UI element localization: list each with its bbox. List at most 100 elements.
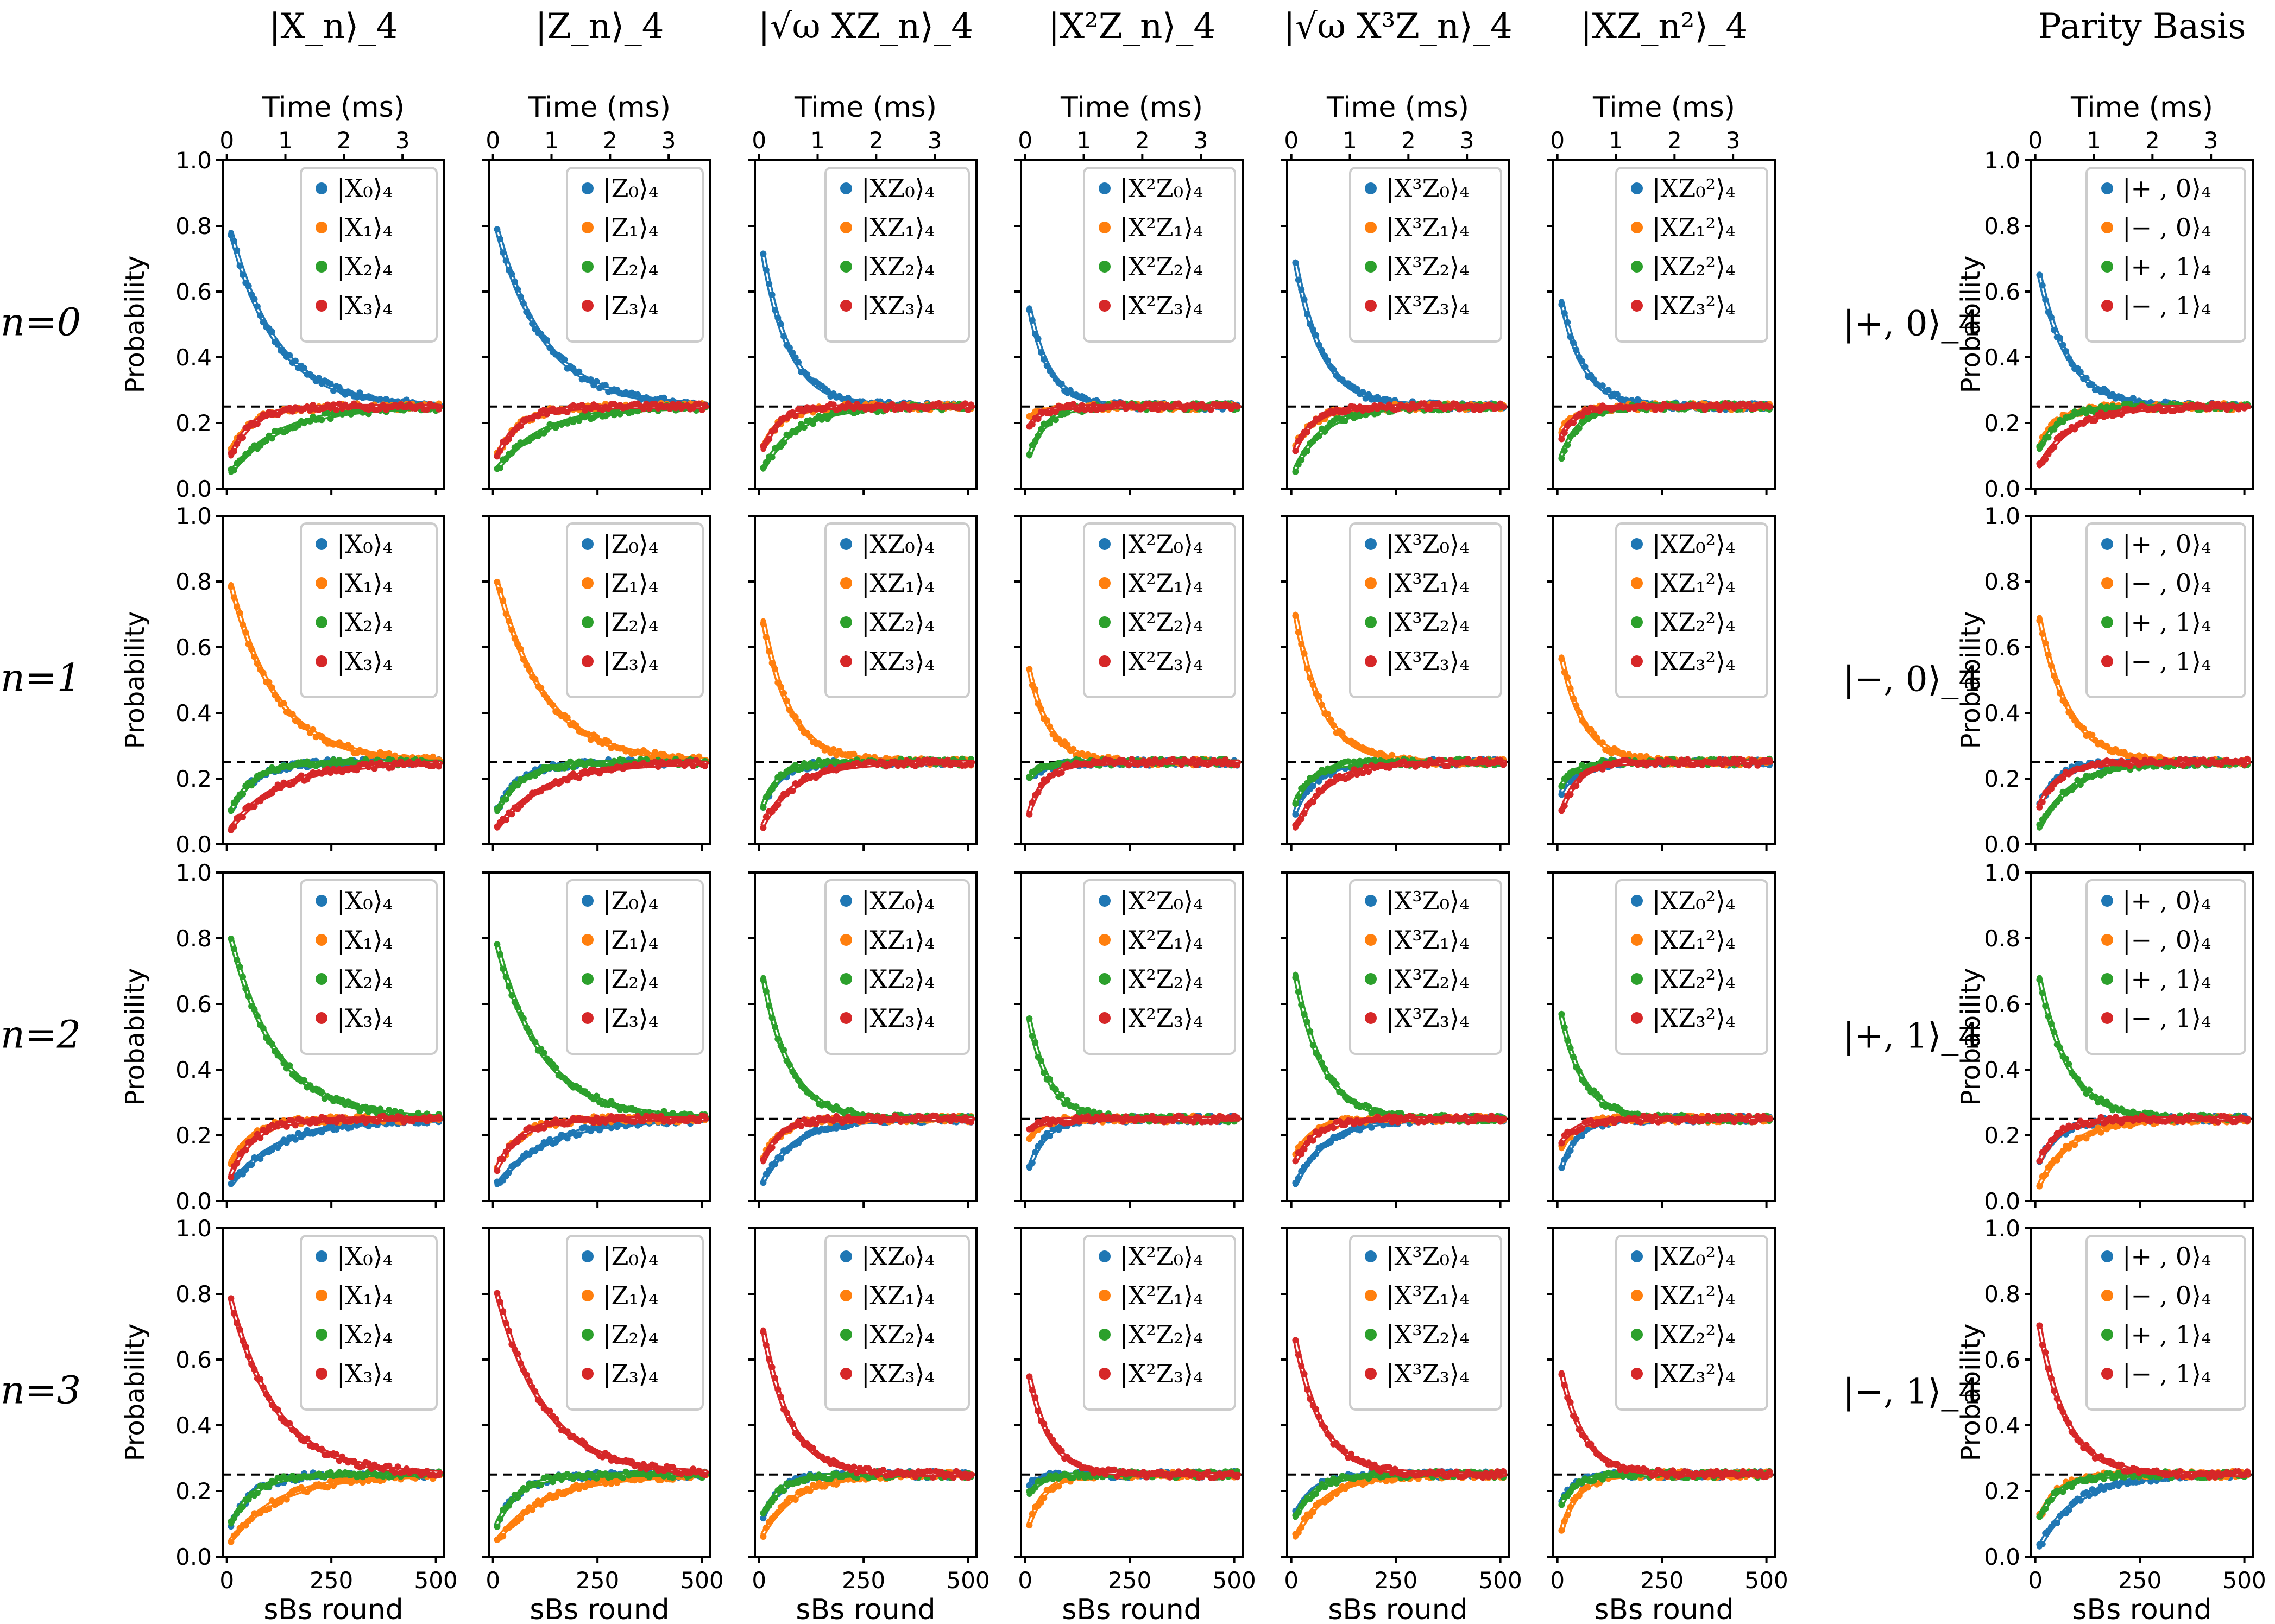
top-tick-label: 2 <box>337 127 351 154</box>
legend-marker <box>1099 300 1111 312</box>
legend-entry: |X₁⟩₄ <box>337 925 393 955</box>
data-point <box>1315 693 1322 700</box>
data-point <box>1298 286 1305 293</box>
top-tick-label: 2 <box>1401 127 1416 154</box>
data-point <box>1029 799 1036 806</box>
legend-marker <box>316 222 327 233</box>
y-tick-label: 0.4 <box>1984 700 2020 726</box>
legend-entry: |+ , 1⟩₄ <box>2122 252 2211 281</box>
data-point <box>1035 415 1042 422</box>
legend-marker <box>316 895 327 907</box>
data-point <box>532 675 539 683</box>
panel: |X²Z₀⟩₄|X²Z₁⟩₄|X²Z₂⟩₄|X²Z₃⟩₄ <box>1014 515 1244 851</box>
state-label: |−, 0⟩_4 <box>1843 660 1981 700</box>
data-point <box>576 1131 583 1138</box>
data-point <box>251 296 258 302</box>
data-point <box>327 415 334 422</box>
data-point <box>772 666 778 673</box>
data-point <box>494 578 501 585</box>
legend-entry: |Z₁⟩₄ <box>603 568 658 598</box>
legend-marker <box>316 616 327 628</box>
y-tick-label: 0.6 <box>175 991 212 1018</box>
data-point <box>268 328 275 336</box>
legend-marker <box>1365 616 1377 628</box>
legend-entry: |X²Z₀⟩₄ <box>1120 174 1203 203</box>
data-point <box>1292 612 1299 619</box>
data-point <box>1058 380 1065 387</box>
legend: |XZ₀⟩₄|XZ₁⟩₄|XZ₂⟩₄|XZ₃⟩₄ <box>824 522 970 698</box>
legend-entry: |XZ₃⟩₄ <box>861 291 935 320</box>
legend-marker <box>1099 182 1111 194</box>
data-point <box>2045 434 2052 441</box>
data-point <box>1558 435 1565 443</box>
legend: |X²Z₀⟩₄|X²Z₁⟩₄|X²Z₂⟩₄|X²Z₃⟩₄ <box>1083 522 1236 698</box>
column-title: |X²Z_n⟩_4 <box>1048 7 1215 47</box>
data-point <box>1564 441 1571 448</box>
legend-entry: |X₁⟩₄ <box>337 568 393 598</box>
data-point <box>1038 782 1044 789</box>
data-point <box>257 312 264 319</box>
legend-marker <box>1365 222 1377 233</box>
data-point <box>2048 662 2055 669</box>
series <box>2036 755 2252 811</box>
y-tick-label: 1.0 <box>175 860 212 886</box>
row-title: n=2 <box>1 1013 81 1057</box>
data-point <box>1041 356 1048 363</box>
data-point <box>1029 317 1036 324</box>
data-point <box>502 456 509 462</box>
data-point <box>496 586 503 593</box>
data-point <box>263 437 270 444</box>
data-point <box>1365 391 1372 398</box>
data-point <box>436 763 442 770</box>
data-point <box>520 300 527 307</box>
data-point <box>316 375 323 382</box>
data-point <box>248 646 255 653</box>
data-point <box>496 236 503 243</box>
data-point <box>702 401 708 408</box>
data-point <box>578 402 585 409</box>
legend-marker <box>582 300 594 312</box>
data-point <box>283 1123 290 1130</box>
data-point <box>1292 259 1299 266</box>
data-point <box>1576 425 1583 432</box>
data-point <box>240 974 246 981</box>
data-point <box>526 666 533 673</box>
data-point <box>1234 761 1240 768</box>
data-point <box>1038 426 1044 433</box>
legend-marker <box>840 222 852 233</box>
data-point <box>789 349 796 356</box>
data-point <box>230 467 237 474</box>
data-point <box>1365 768 1372 775</box>
data-point <box>1599 739 1606 746</box>
data-point <box>500 597 507 604</box>
legend-box <box>824 167 970 343</box>
legend: |XZ₀⟩₄|XZ₁⟩₄|XZ₂⟩₄|XZ₃⟩₄ <box>824 167 970 343</box>
data-point <box>1038 706 1044 712</box>
data-point <box>1564 319 1571 326</box>
data-point <box>760 250 767 257</box>
data-point <box>634 391 641 398</box>
legend-entry: |XZ₁⟩₄ <box>861 213 935 242</box>
data-point <box>1309 681 1316 688</box>
state-label: |+, 0⟩_4 <box>1843 304 1981 344</box>
y-tick-label: 0.0 <box>1984 831 2020 858</box>
data-point <box>1032 686 1039 693</box>
legend-marker <box>1631 577 1643 589</box>
data-point <box>780 333 787 340</box>
data-point <box>1295 793 1302 800</box>
legend: |X₀⟩₄|X₁⟩₄|X₂⟩₄|X₃⟩₄ <box>300 167 438 343</box>
series <box>228 400 443 459</box>
data-point <box>268 1040 275 1047</box>
data-point <box>496 447 503 454</box>
data-point <box>2036 271 2043 279</box>
legend-entry: |X²Z₁⟩₄ <box>1120 568 1203 598</box>
legend: |X³Z₀⟩₄|X³Z₁⟩₄|X³Z₂⟩₄|X³Z₃⟩₄ <box>1349 167 1502 343</box>
axes-frame <box>754 159 978 490</box>
panel: 0.00.20.40.60.81.0Probability|X₀⟩₄|X₁⟩₄|… <box>120 860 445 1215</box>
data-point <box>520 656 527 663</box>
data-point <box>1558 655 1565 662</box>
data-point <box>301 365 308 372</box>
data-point <box>1766 757 1773 764</box>
data-point <box>240 621 246 628</box>
